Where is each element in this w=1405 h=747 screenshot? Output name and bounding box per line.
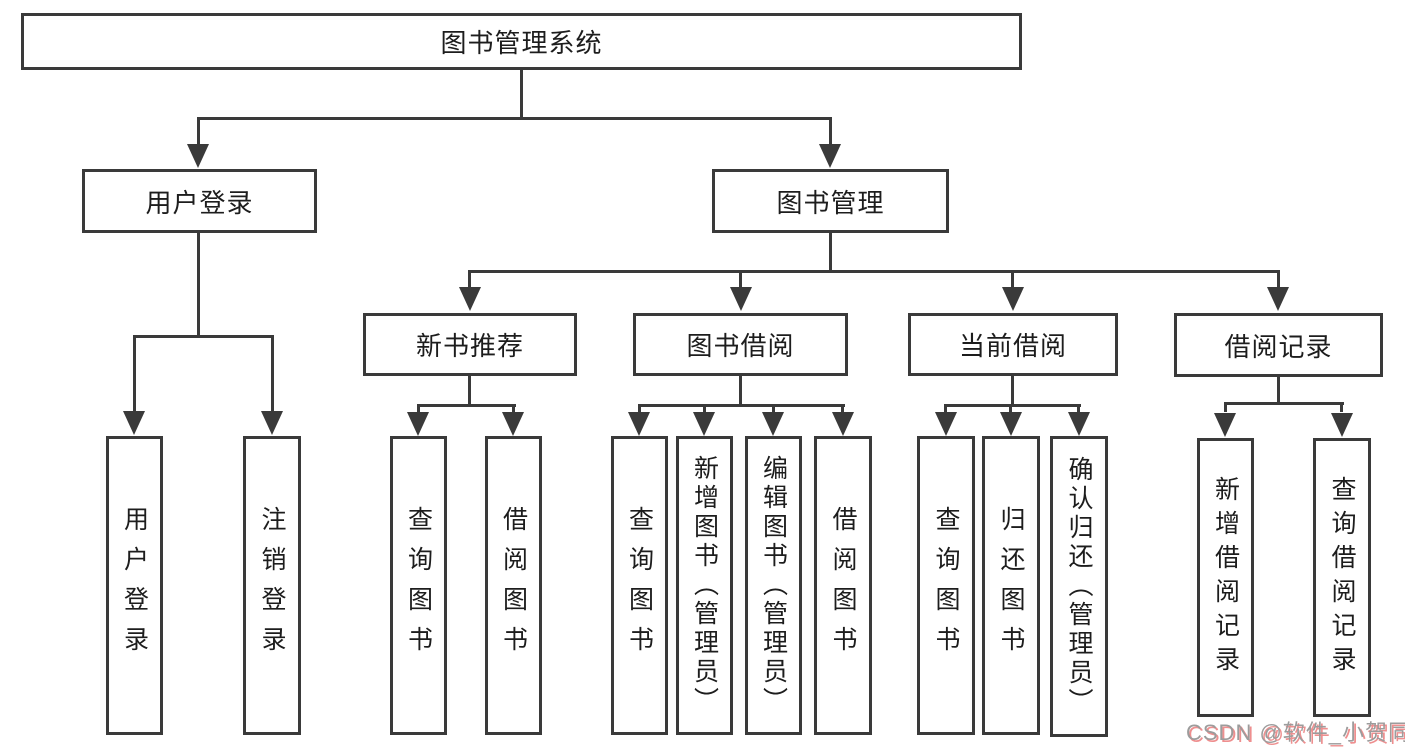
leaf-borrow-books-2: 借阅图书 [814,436,872,735]
arrowhead-to-leaf [1331,413,1353,437]
connector-stem-user-login [197,117,200,145]
node-book-mgmt: 图书管理 [712,169,949,233]
leaf-add-borrow-record: 新增借阅记录 [1197,438,1254,717]
connector-stem [417,404,420,413]
connector-stem-current-borrow [1011,270,1014,287]
arrowhead-to-leaf [502,412,524,436]
connector-user-login-horizontal [133,335,274,338]
arrowhead-to-logout-leaf [261,411,283,435]
arrowhead-to-leaf [935,412,957,436]
connector-current-borrow-horizontal [944,404,1081,407]
connector-stem-book-mgmt [829,117,832,145]
arrowhead-to-leaf [628,412,650,436]
leaf-confirm-return-admin: 确认归还（管理员） [1050,436,1108,737]
node-current-borrow: 当前借阅 [908,313,1118,376]
node-borrow-records: 借阅记录 [1174,313,1383,377]
connector-book-mgmt-vertical [829,233,832,273]
connector-stem-logout-leaf [271,335,274,411]
connector-stem [841,404,844,413]
leaf-user-login: 用户登录 [106,436,163,735]
connector-new-book-horizontal [417,404,516,407]
connector-stem-login-leaf [133,335,136,411]
arrowhead-to-leaf [762,412,784,436]
leaf-edit-books-admin: 编辑图书（管理员） [745,436,802,735]
connector-user-login-vertical [197,233,200,338]
node-user-login: 用户登录 [82,169,317,233]
arrowhead-to-new-book [459,287,481,311]
arrowhead-to-user-login [187,144,209,168]
connector-current-borrow-vertical [1011,376,1014,407]
leaf-add-books-admin: 新增图书（管理员） [676,436,733,735]
leaf-query-borrow-record: 查询借阅记录 [1313,438,1371,717]
connector-stem [703,404,706,413]
connector-stem-book-borrow [739,270,742,287]
arrowhead-to-leaf [1214,413,1236,437]
arrowhead-to-leaf [407,412,429,436]
connector-stem [1224,402,1227,412]
arrowhead-to-current-borrow [1002,287,1024,311]
connector-level2-horizontal [197,117,831,120]
connector-borrow-records-horizontal [1224,402,1344,405]
connector-stem [512,404,515,413]
connector-stem [1009,404,1012,413]
leaf-borrow-books-1: 借阅图书 [485,436,542,735]
connector-stem [1340,402,1343,412]
arrowhead-to-book-borrow [730,287,752,311]
connector-stem [772,404,775,413]
connector-borrow-records-vertical [1277,377,1280,404]
connector-book-borrow-horizontal [638,404,845,407]
node-new-book-rec: 新书推荐 [363,313,577,376]
connector-book-borrow-vertical [739,376,742,407]
connector-stem [638,404,641,413]
arrowhead-to-leaf [832,412,854,436]
arrowhead-to-leaf [1068,412,1090,436]
leaf-query-books-1: 查询图书 [390,436,447,735]
connector-level3-horizontal [469,270,1280,273]
arrowhead-to-login-leaf [123,411,145,435]
arrowhead-to-leaf [693,412,715,436]
connector-stem-new-book [468,270,471,287]
arrowhead-to-book-mgmt [819,144,841,168]
connector-stem-borrow-records [1277,270,1280,287]
arrowhead-to-leaf [1000,412,1022,436]
connector-root-vertical [520,70,523,117]
node-book-borrow: 图书借阅 [633,313,848,376]
connector-new-book-vertical [468,376,471,407]
connector-stem [1077,404,1080,413]
leaf-query-books-2: 查询图书 [611,436,668,735]
node-library-system: 图书管理系统 [21,13,1022,70]
leaf-logout: 注销登录 [243,436,301,735]
csdn-watermark: CSDN @软件_小贺同学 [1186,720,1405,745]
leaf-query-books-3: 查询图书 [917,436,975,735]
arrowhead-to-borrow-records [1267,287,1289,311]
leaf-return-books: 归还图书 [982,436,1040,735]
connector-stem [944,404,947,413]
